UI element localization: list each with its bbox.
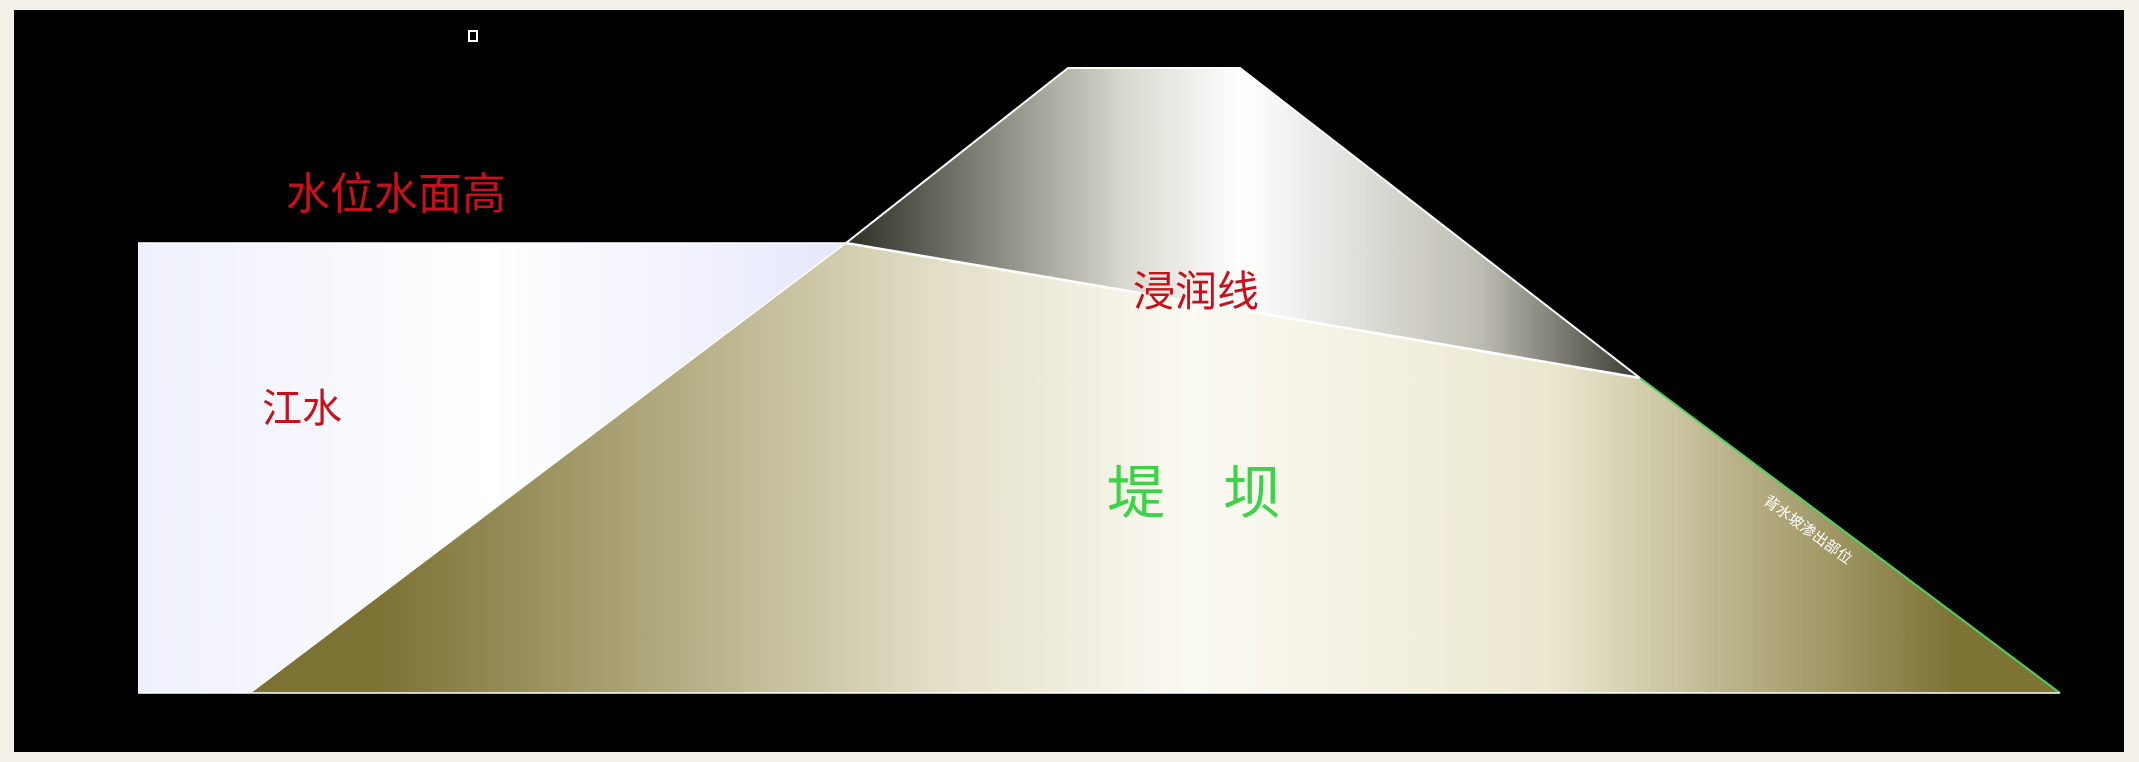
seepage-exit-slope-line bbox=[1639, 377, 2061, 694]
seepage-line-label: 浸润线 bbox=[1133, 267, 1260, 316]
dam-dry-zone bbox=[846, 68, 1640, 378]
upstream-slope-line bbox=[249, 242, 847, 694]
dam-saturated-zone bbox=[250, 243, 2060, 693]
seepage-line bbox=[845, 241, 1641, 380]
river-water-label: 江水 bbox=[262, 386, 342, 432]
dam-outline bbox=[845, 67, 1641, 379]
river-water-area bbox=[138, 243, 846, 693]
small-square-icon bbox=[468, 30, 478, 42]
water-level-label: 水位水面高 bbox=[286, 169, 506, 220]
embankment-label: 堤 坝 bbox=[1107, 459, 1282, 527]
